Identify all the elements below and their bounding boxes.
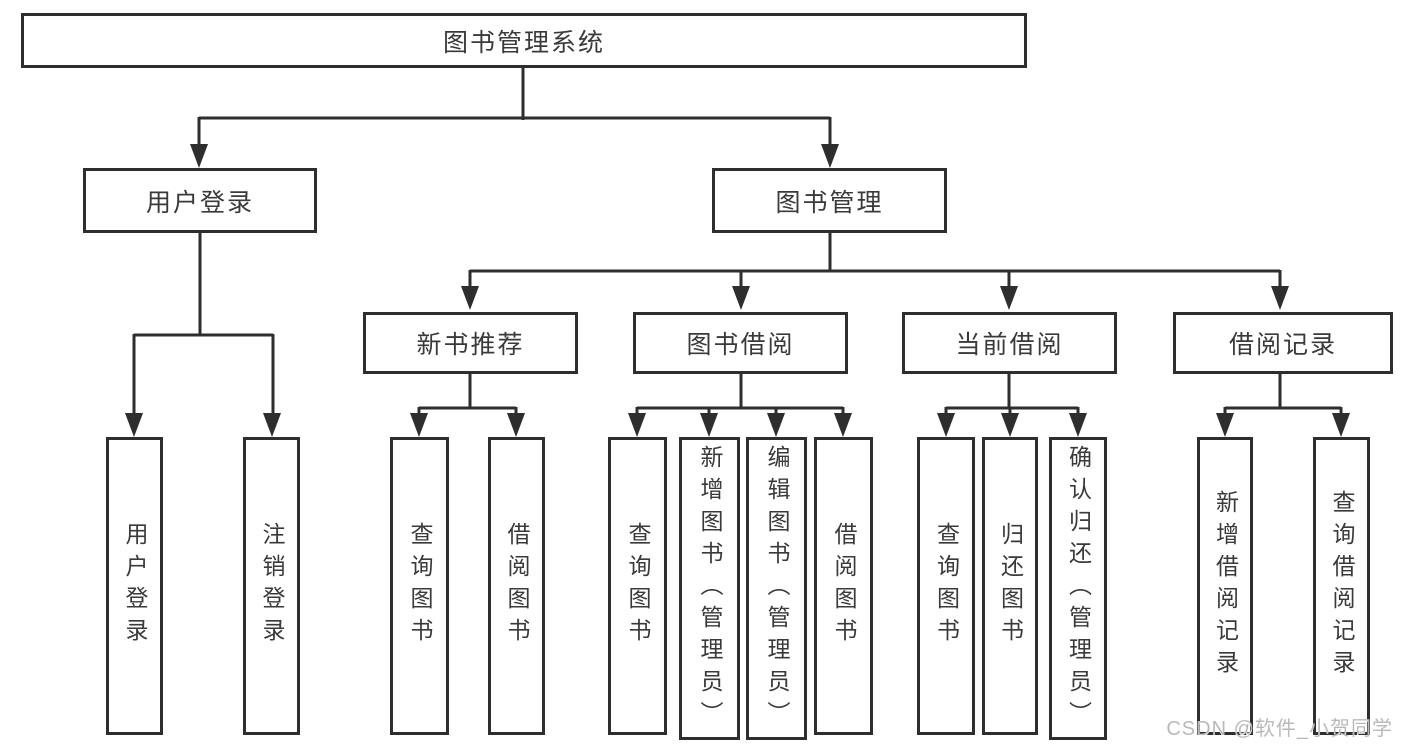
leaf-label: 查询图书 — [933, 522, 960, 650]
node-root-library-system: 图书管理系统 — [21, 13, 1027, 68]
leaf-label: 新增借阅记录 — [1212, 490, 1239, 682]
leaf-label: 查询借阅记录 — [1329, 490, 1355, 682]
leaf-label: 确认归还（管理员） — [1065, 444, 1092, 733]
leaf-borrow-books-recommend: 借阅图书 — [488, 437, 545, 735]
node-current-borrow: 当前借阅 — [902, 312, 1117, 374]
arrow-icon — [1216, 413, 1234, 437]
leaf-label: 注销登录 — [259, 522, 285, 650]
arrow-icon — [190, 144, 208, 168]
arrow-icon — [1001, 413, 1019, 437]
node-book-borrow: 图书借阅 — [633, 312, 848, 374]
arrow-icon — [1332, 413, 1350, 437]
node-book-management: 图书管理 — [712, 168, 947, 233]
leaf-add-borrow-record: 新增借阅记录 — [1197, 437, 1253, 735]
leaf-label: 查询图书 — [625, 522, 651, 650]
arrow-icon — [821, 144, 839, 168]
leaf-edit-books-admin: 编辑图书（管理员） — [746, 437, 807, 740]
arrow-icon — [767, 413, 785, 437]
leaf-add-books-admin: 新增图书（管理员） — [679, 437, 740, 740]
leaf-query-books-current: 查询图书 — [917, 437, 975, 735]
leaf-label: 编辑图书（管理员） — [764, 444, 790, 733]
leaf-label: 新增图书（管理员） — [697, 444, 723, 733]
leaf-label: 用户登录 — [122, 522, 148, 650]
leaf-user-login: 用户登录 — [106, 437, 163, 735]
leaf-label: 借阅图书 — [831, 522, 857, 650]
node-new-book-recommend: 新书推荐 — [363, 312, 578, 374]
leaf-label: 借阅图书 — [504, 522, 530, 650]
arrow-icon — [628, 413, 646, 437]
arrow-icon — [700, 413, 718, 437]
leaf-query-borrow-record: 查询借阅记录 — [1313, 437, 1370, 735]
arrow-icon — [461, 286, 479, 310]
arrow-icon — [410, 413, 428, 437]
arrow-icon — [732, 286, 750, 310]
leaf-borrow-books: 借阅图书 — [814, 437, 873, 735]
leaf-label: 归还图书 — [997, 522, 1024, 650]
arrow-icon — [507, 413, 525, 437]
arrow-icon — [1271, 286, 1289, 310]
leaf-return-books: 归还图书 — [982, 437, 1038, 735]
csdn-watermark: CSDN @软件_小贺同学 — [1166, 718, 1393, 740]
leaf-query-books-recommend: 查询图书 — [390, 437, 449, 735]
node-borrow-records: 借阅记录 — [1173, 312, 1393, 374]
arrow-icon — [125, 413, 143, 437]
arrow-icon — [1000, 286, 1018, 310]
node-user-login: 用户登录 — [83, 168, 317, 233]
leaf-query-books-borrow: 查询图书 — [608, 437, 667, 735]
leaf-logout: 注销登录 — [243, 437, 300, 735]
arrowheads — [125, 144, 1350, 437]
leaf-confirm-return-admin: 确认归还（管理员） — [1049, 437, 1107, 740]
arrow-icon — [834, 413, 852, 437]
arrow-icon — [263, 413, 281, 437]
leaf-label: 查询图书 — [407, 522, 433, 650]
arrow-icon — [1069, 413, 1087, 437]
arrow-icon — [937, 413, 955, 437]
